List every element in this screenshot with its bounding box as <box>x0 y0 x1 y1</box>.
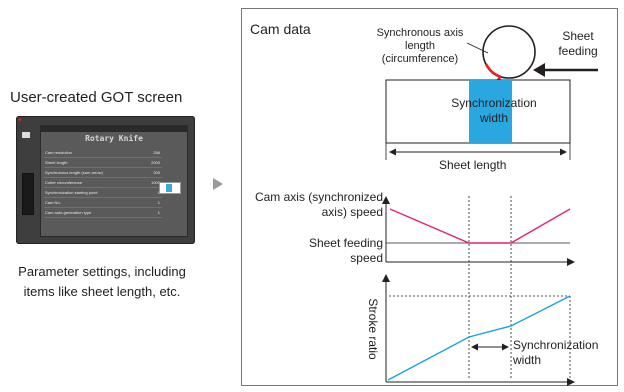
sync-width-top-label: Synchronization width <box>451 96 537 125</box>
arrow-right-icon <box>213 178 223 190</box>
sheet-length-label: Sheet length <box>439 158 507 172</box>
device-button <box>22 132 30 138</box>
left-panel-caption: Parameter settings, including items like… <box>18 264 186 299</box>
got-row: Synchronization starting point0 <box>44 188 162 198</box>
sync-width-bottom-label: Synchronization width <box>513 338 599 367</box>
got-screen-topbar <box>41 126 187 132</box>
left-panel-title: User-created GOT screen <box>10 89 183 106</box>
sync-axis-length-label: Synchronous axis length (circumference) <box>376 27 464 65</box>
sheet-feeding-speed-label: Sheet feeding speed <box>308 236 383 265</box>
got-row: Synchronous length (sum arrow)300 <box>44 168 162 178</box>
cam-axis-speed-curve <box>389 208 571 244</box>
cam-data-title: Cam data <box>250 21 311 37</box>
got-row: Cam No.1 <box>44 198 162 208</box>
sync-band <box>469 80 512 143</box>
brand-logo-icon: ◆ <box>18 117 22 123</box>
got-screen-title: Rotary Knife <box>85 134 143 143</box>
stroke-ratio-label: Stroke ratio <box>366 298 380 360</box>
cutter-circle <box>482 25 536 79</box>
sheet-feeding-label: Sheet feeding <box>558 29 598 58</box>
sheet-feeding-arrow-icon <box>533 63 545 77</box>
cam-data-frame <box>241 8 618 386</box>
device-card-slot <box>22 173 34 215</box>
stroke-ratio-curve <box>387 295 571 381</box>
sync-band-icon <box>166 184 172 192</box>
cam-axis-speed-label: Cam axis (synchronized axis) speed <box>254 190 383 219</box>
circumference-leader <box>466 42 489 54</box>
red-arc <box>484 63 502 79</box>
